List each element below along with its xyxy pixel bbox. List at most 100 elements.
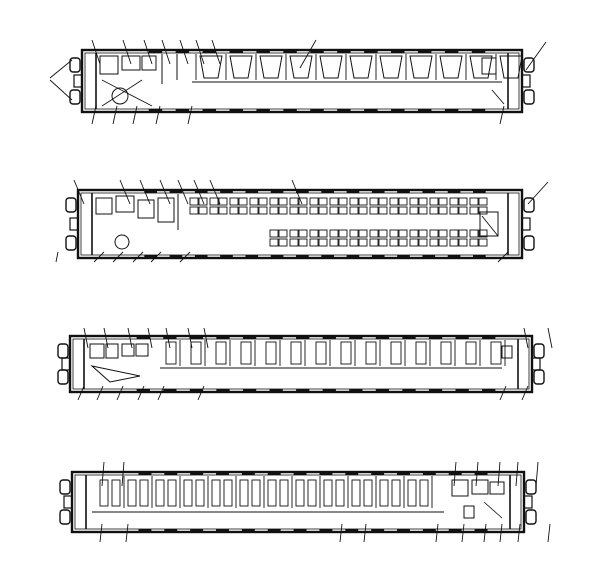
leader-line — [93, 251, 105, 263]
compartment-seat — [409, 55, 433, 79]
berth — [165, 341, 177, 365]
window-mark — [310, 109, 324, 113]
berth — [307, 479, 317, 507]
leader-line — [497, 461, 501, 487]
window-mark — [482, 335, 496, 339]
window-mark — [345, 471, 359, 475]
berth — [490, 341, 502, 365]
seat — [409, 238, 419, 247]
window-mark — [364, 109, 378, 113]
window-mark — [293, 529, 307, 533]
leader-line — [165, 327, 171, 349]
window-mark — [296, 335, 310, 339]
seat — [398, 197, 408, 206]
seat — [349, 238, 359, 247]
window-mark — [371, 255, 385, 259]
window-mark — [136, 335, 150, 339]
window-mark — [371, 189, 385, 193]
seat — [338, 197, 348, 206]
window-mark — [319, 529, 333, 533]
window-mark — [164, 471, 178, 475]
berth — [167, 479, 177, 507]
berth — [239, 479, 249, 507]
toilet-room — [479, 211, 499, 237]
car-plan-g — [59, 461, 551, 543]
seat — [349, 229, 359, 238]
leader-line — [499, 523, 503, 543]
leader-line — [139, 179, 151, 205]
window-mark — [321, 189, 334, 193]
berth — [223, 479, 233, 507]
window-mark — [190, 529, 204, 533]
window-mark — [375, 389, 390, 393]
seat — [429, 229, 439, 238]
boiler-circle — [114, 234, 130, 250]
seat — [209, 197, 219, 206]
buffer — [65, 235, 77, 251]
coupler — [63, 495, 73, 509]
window-mark — [194, 189, 208, 193]
seat — [338, 229, 348, 238]
buffer — [523, 57, 535, 73]
leader-line — [193, 179, 205, 205]
seat — [389, 238, 399, 247]
berth — [279, 479, 289, 507]
seat — [449, 197, 459, 206]
buffer — [525, 479, 537, 495]
seat — [309, 197, 319, 206]
seat — [369, 197, 379, 206]
seat — [449, 206, 459, 215]
leader-line — [157, 385, 165, 401]
seat — [438, 197, 448, 206]
leader-line — [187, 327, 193, 349]
berth — [419, 479, 429, 507]
window-mark — [245, 255, 259, 259]
seat — [309, 206, 319, 215]
seat — [478, 206, 488, 215]
seat — [469, 238, 479, 247]
window-mark — [148, 49, 163, 53]
window-mark — [391, 109, 405, 113]
window-mark — [283, 109, 297, 113]
window-mark — [296, 255, 309, 259]
window-mark — [337, 49, 351, 53]
seat — [429, 238, 439, 247]
leader-line — [523, 327, 529, 349]
leader-line — [187, 105, 193, 125]
seat — [409, 229, 419, 238]
leader-line — [77, 385, 85, 401]
seat — [249, 197, 259, 206]
window-mark — [444, 109, 459, 113]
leader-line — [159, 179, 171, 205]
seat — [478, 197, 488, 206]
berth — [465, 341, 477, 365]
leader-line — [547, 327, 553, 349]
window-mark — [241, 471, 255, 475]
seat — [218, 206, 228, 215]
berth — [111, 479, 121, 507]
window-mark — [163, 335, 177, 339]
window-mark — [293, 471, 307, 475]
buffer — [69, 89, 81, 105]
buffer — [65, 197, 77, 213]
seat — [398, 238, 408, 247]
window-mark — [256, 109, 270, 113]
leader-line — [150, 251, 162, 263]
seat — [298, 197, 308, 206]
window-mark — [189, 335, 204, 339]
leader-line — [179, 39, 189, 65]
buffer — [533, 343, 545, 359]
car-body-outline — [80, 48, 524, 114]
leader-line — [99, 523, 103, 543]
leader-line — [49, 79, 73, 101]
leader-line — [161, 39, 171, 65]
seat — [329, 206, 339, 215]
seat — [378, 206, 388, 215]
window-mark — [144, 255, 157, 259]
leader-line — [55, 251, 59, 263]
buffer — [57, 369, 69, 385]
berth — [315, 341, 327, 365]
leader-line — [83, 327, 89, 349]
seat — [289, 197, 299, 206]
